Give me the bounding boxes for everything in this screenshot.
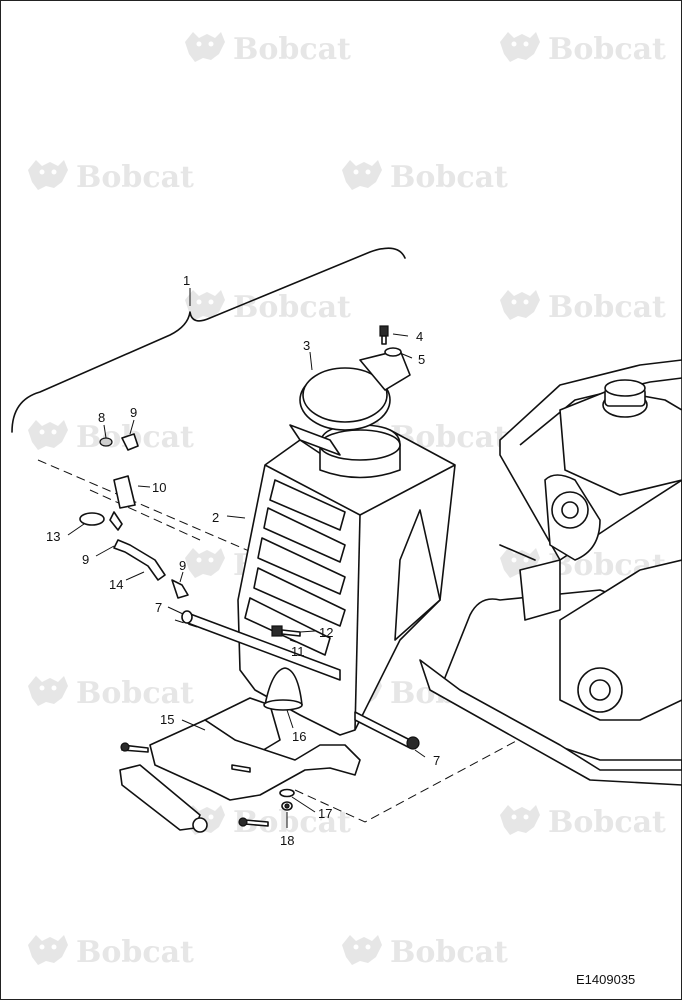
watermark-text: Bobcat xyxy=(390,935,508,970)
bobcat-logo-icon xyxy=(185,32,225,62)
callout-10: 10 xyxy=(152,480,166,495)
callout-7-left: 7 xyxy=(155,600,162,615)
callout-11: 11 xyxy=(291,644,305,659)
watermark: Bobcat xyxy=(28,676,194,711)
watermark: Bobcat xyxy=(500,805,666,840)
assembly-brace xyxy=(11,247,406,433)
watermark-text: Bobcat xyxy=(548,32,666,67)
bobcat-logo-icon xyxy=(500,805,540,835)
bobcat-logo-icon xyxy=(500,32,540,62)
callout-labels: 1 2 3 4 5 7 7 8 9 9 9 10 11 12 13 14 15 … xyxy=(46,273,440,848)
callout-17: 17 xyxy=(318,806,332,821)
bobcat-logo-icon xyxy=(28,935,68,965)
watermark: Bobcat xyxy=(28,420,194,455)
mounting-bolt xyxy=(271,625,301,637)
watermark: Bobcat xyxy=(342,160,508,195)
callout-2: 2 xyxy=(212,510,219,525)
cap-screw xyxy=(379,325,389,345)
callout-9-right: 9 xyxy=(179,558,186,573)
bobcat-logo-icon xyxy=(28,676,68,706)
watermark: Bobcat xyxy=(28,160,194,195)
fuel-hose-assembly xyxy=(79,433,189,599)
watermark-text: Bobcat xyxy=(76,160,194,195)
mounting-bracket xyxy=(119,697,361,833)
callout-3: 3 xyxy=(303,338,310,353)
callout-9-top: 9 xyxy=(130,405,137,420)
watermark-text: Bobcat xyxy=(76,676,194,711)
washer-and-nut xyxy=(279,788,295,811)
watermark: Bobcat xyxy=(500,32,666,67)
mounting-shafts xyxy=(181,610,420,750)
fuel-cap xyxy=(289,349,411,456)
watermark-text: Bobcat xyxy=(548,805,666,840)
watermark-text: Bobcat xyxy=(233,32,351,67)
callout-18: 18 xyxy=(280,833,294,848)
watermark-text: Bobcat xyxy=(233,290,351,325)
watermark: Bobcat xyxy=(185,290,351,325)
bobcat-logo-icon xyxy=(500,290,540,320)
bobcat-logo-icon xyxy=(28,160,68,190)
bobcat-logo-icon xyxy=(342,935,382,965)
callout-1: 1 xyxy=(183,273,190,288)
watermark: Bobcat xyxy=(342,935,508,970)
callout-4: 4 xyxy=(416,329,423,344)
callout-15: 15 xyxy=(160,712,174,727)
watermark: Bobcat xyxy=(185,32,351,67)
figure-code: E1409035 xyxy=(576,972,635,987)
callout-12: 12 xyxy=(319,625,333,640)
cap-washer xyxy=(384,347,402,357)
callout-5: 5 xyxy=(418,352,425,367)
bobcat-logo-icon xyxy=(342,160,382,190)
watermark: Bobcat xyxy=(500,290,666,325)
callout-16: 16 xyxy=(292,729,306,744)
compactor-machine xyxy=(419,359,682,786)
callout-9-middle: 9 xyxy=(82,552,89,567)
rubber-bumper xyxy=(263,667,303,711)
watermark: Bobcat xyxy=(28,935,194,970)
watermark-text: Bobcat xyxy=(390,160,508,195)
callout-13: 13 xyxy=(46,529,60,544)
leader-lines xyxy=(67,288,426,828)
bobcat-logo-icon xyxy=(28,420,68,450)
watermark-text: Bobcat xyxy=(76,935,194,970)
callout-7-right: 7 xyxy=(433,753,440,768)
bobcat-logo-icon xyxy=(185,548,225,578)
watermark-text: Bobcat xyxy=(548,290,666,325)
callout-8: 8 xyxy=(98,410,105,425)
callout-14: 14 xyxy=(109,577,123,592)
